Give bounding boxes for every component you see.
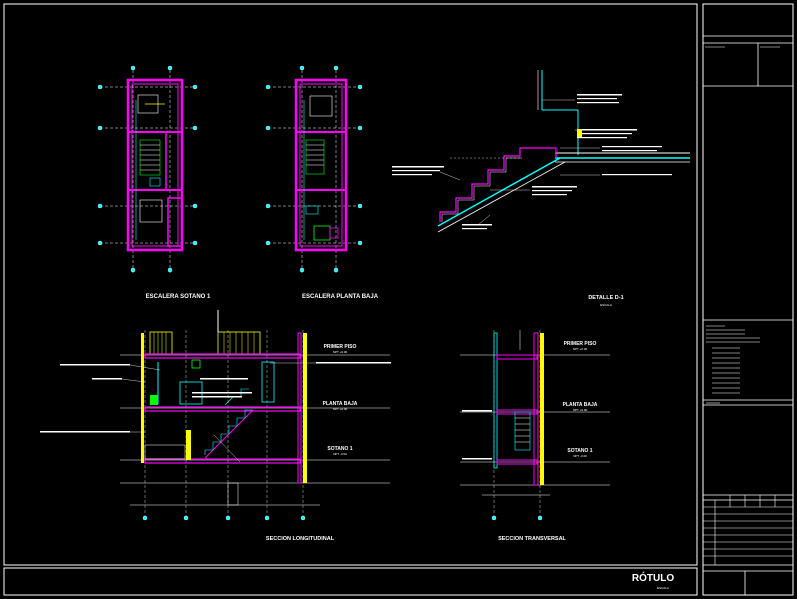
trans-level-2-elev: NPT +0.00 bbox=[573, 408, 588, 412]
detail-subtitle: ESCALA bbox=[600, 303, 612, 307]
title-block-notes bbox=[705, 46, 780, 404]
long-level-2-elev: NPT +0.00 bbox=[333, 407, 348, 411]
detail-title: DETALLE D-1 bbox=[588, 295, 623, 301]
title-block-grid bbox=[703, 35, 793, 595]
revision-table bbox=[703, 495, 793, 565]
long-level-3-elev: NPT -0.00 bbox=[333, 452, 347, 456]
plan-basement bbox=[97, 65, 198, 275]
section-longitudinal bbox=[40, 310, 391, 521]
title-block-frame bbox=[702, 3, 794, 596]
long-level-2-label: PLANTA BAJA bbox=[323, 401, 358, 407]
rotulo-scale: ESCALA bbox=[657, 586, 669, 590]
section-transversal bbox=[460, 330, 610, 521]
plan-ground bbox=[265, 65, 363, 275]
rotulo-title: RÓTULO bbox=[632, 571, 674, 584]
plan-basement-title: ESCALERA SOTANO 1 bbox=[146, 294, 211, 300]
plan-ground-title: ESCALERA PLANTA BAJA bbox=[302, 294, 379, 300]
title-strip bbox=[3, 567, 698, 596]
trans-level-1-label: PRIMER PISO bbox=[564, 341, 597, 347]
drawing-frame bbox=[3, 3, 698, 566]
trans-level-2-label: PLANTA BAJA bbox=[563, 402, 598, 408]
trans-level-3-label: SOTANO 1 bbox=[567, 448, 592, 454]
long-level-3-label: SOTANO 1 bbox=[327, 446, 352, 452]
trans-section-title: SECCION TRANSVERSAL bbox=[498, 536, 566, 542]
detail-d1 bbox=[392, 70, 690, 233]
trans-level-1-elev: NPT +0.00 bbox=[573, 347, 588, 351]
trans-level-3-elev: NPT -0.00 bbox=[573, 454, 587, 458]
long-level-1-label: PRIMER PISO bbox=[324, 344, 357, 350]
long-level-1-elev: NPT +0.00 bbox=[333, 350, 348, 354]
long-section-title: SECCION LONGITUDINAL bbox=[266, 536, 335, 542]
